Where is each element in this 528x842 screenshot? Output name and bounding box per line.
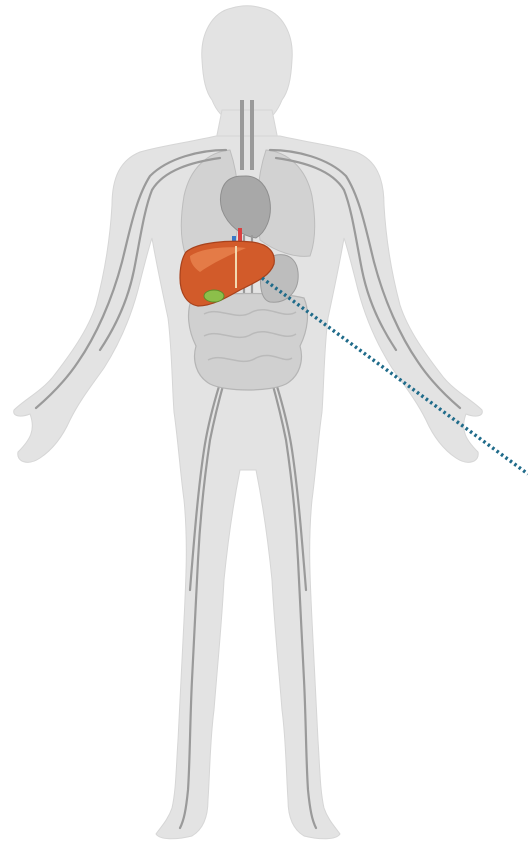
aorta-red [238,228,242,242]
body-silhouette-icon [14,6,483,839]
intestines-icon [189,294,308,391]
